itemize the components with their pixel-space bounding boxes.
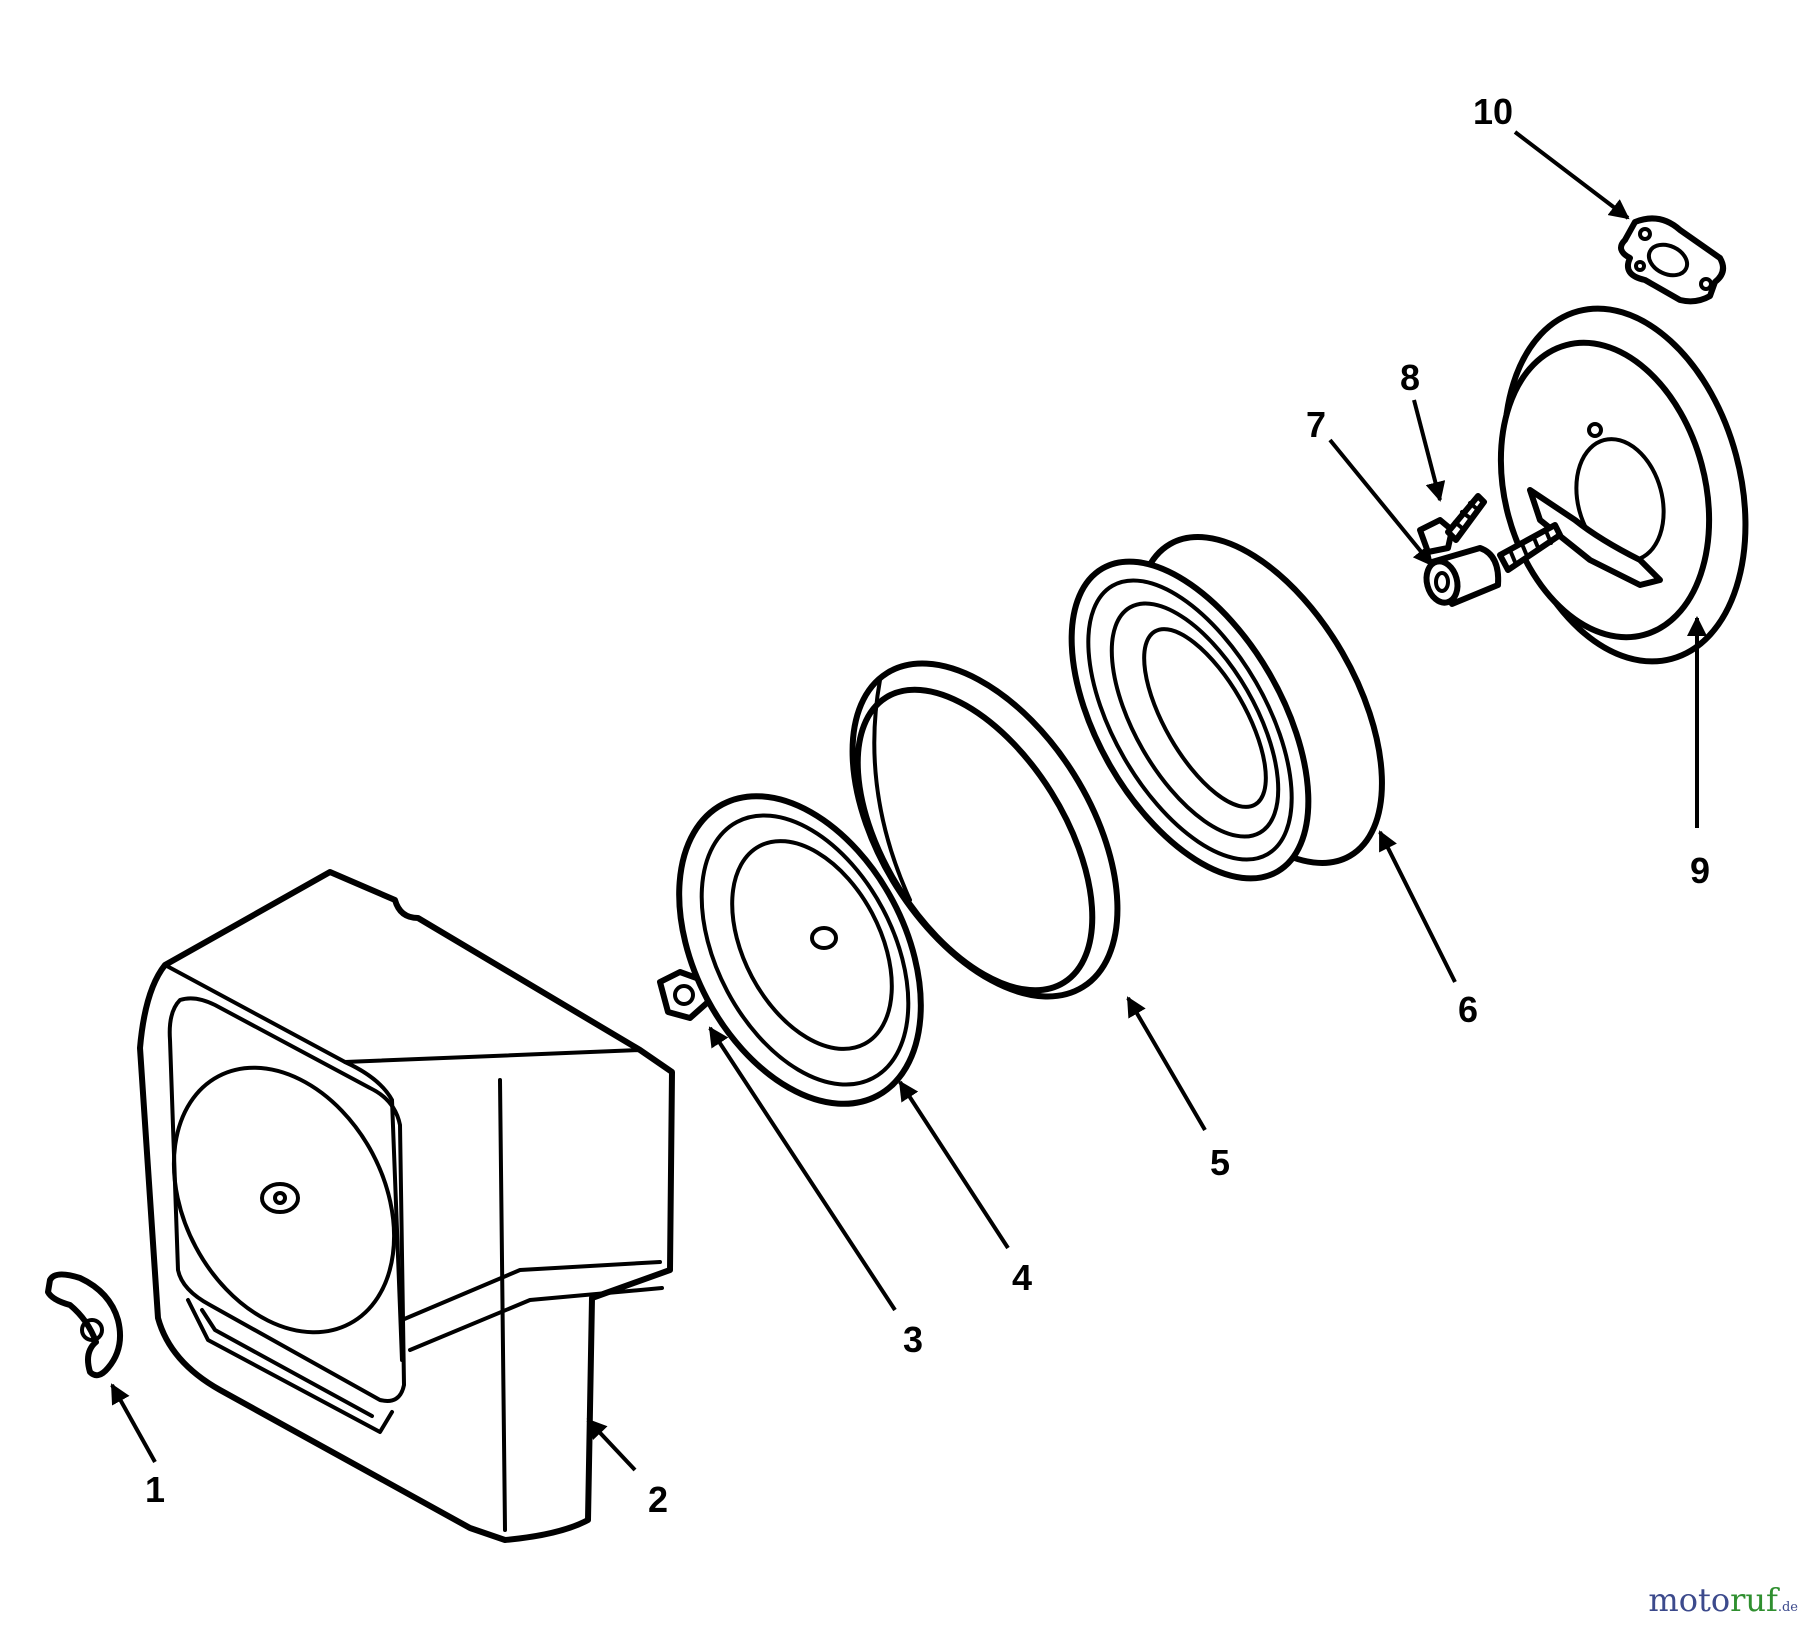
- leader-6: [1378, 830, 1457, 983]
- back-plate-part: [1497, 305, 1749, 665]
- leader-7: [1328, 438, 1434, 567]
- leader-2: [586, 1418, 637, 1472]
- callout-5: 5: [1210, 1142, 1230, 1183]
- callout-4: 4: [1012, 1257, 1032, 1298]
- callout-2: 2: [648, 1479, 668, 1520]
- callouts: 1 2 3 4 5 6 7 8 9 10: [145, 91, 1710, 1520]
- bracket-part: [1618, 215, 1727, 305]
- air-cleaner-cover-part: [137, 869, 675, 1543]
- screw-part: [1417, 493, 1487, 555]
- watermark-part-3: .de: [1777, 1600, 1798, 1615]
- callout-7: 7: [1306, 404, 1326, 445]
- leader-5: [1126, 996, 1207, 1132]
- watermark-logo: motoruf.de: [1648, 1581, 1798, 1619]
- watermark-part-1: moto: [1648, 1581, 1731, 1619]
- leader-4: [898, 1080, 1010, 1250]
- base-plate-part: [676, 793, 924, 1107]
- foam-precleaner-part: [849, 660, 1121, 1000]
- callout-9: 9: [1690, 850, 1710, 891]
- leader-10: [1513, 130, 1630, 220]
- callout-3: 3: [903, 1319, 923, 1360]
- paper-filter-part: [1068, 534, 1385, 882]
- leader-3: [708, 1026, 897, 1312]
- callout-1: 1: [145, 1469, 165, 1510]
- nut-part: [657, 969, 711, 1021]
- leader-1: [110, 1383, 157, 1463]
- wing-nut-part: [45, 1271, 123, 1379]
- watermark-part-2: ruf: [1730, 1581, 1778, 1619]
- callout-8: 8: [1400, 357, 1420, 398]
- leader-8: [1412, 399, 1446, 502]
- callout-6: 6: [1458, 989, 1478, 1030]
- callout-10: 10: [1473, 91, 1513, 132]
- leader-lines: [110, 130, 1707, 1472]
- spacer-part: [1423, 545, 1502, 607]
